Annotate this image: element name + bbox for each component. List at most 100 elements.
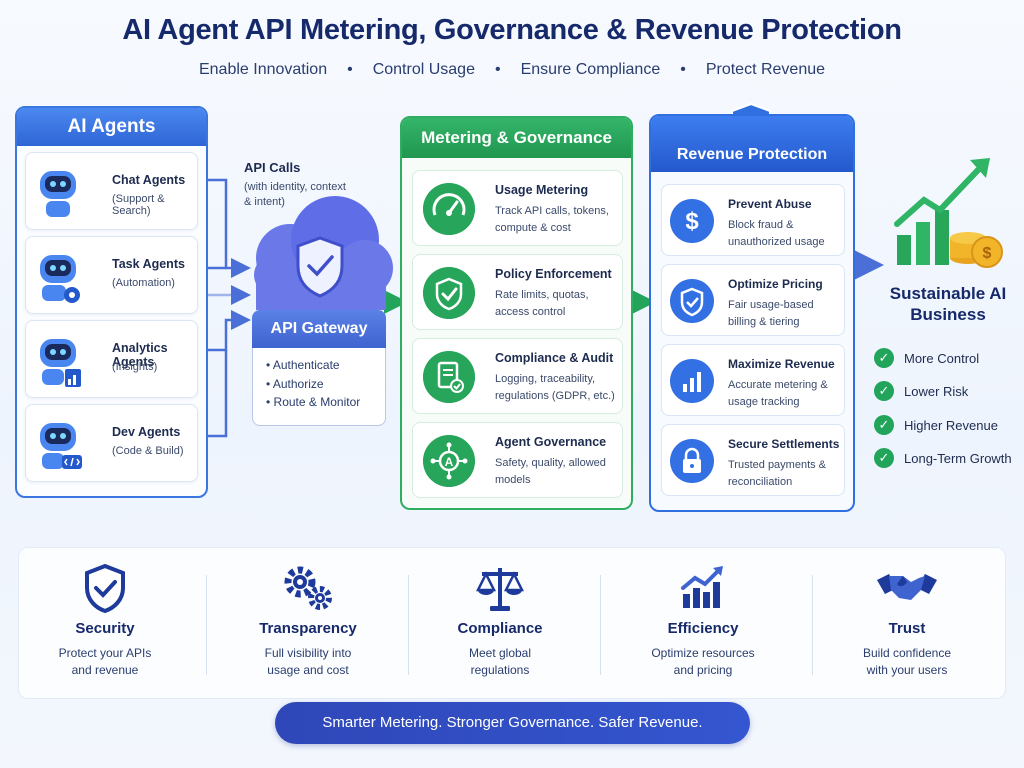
check-icon: ✓	[874, 381, 894, 401]
api-calls-title: API Calls	[244, 160, 301, 175]
agent-card-analytics[interactable]: Analytics Agents (Insights)	[25, 320, 198, 398]
benefit-item: ✓More Control	[874, 347, 979, 369]
divider	[408, 575, 409, 675]
pillar-name: Trust	[888, 620, 926, 637]
metering-item-desc: Safety, quality, allowed models	[495, 457, 606, 486]
agent-card-dev[interactable]: Dev Agents (Code & Build)	[25, 404, 198, 482]
pillar-name: Transparency	[259, 620, 357, 637]
benefit-item: ✓Long-Term Growth	[874, 447, 1012, 469]
robot-code-icon	[40, 423, 82, 469]
ai-agents-heading: AI Agents	[17, 108, 206, 146]
shield-check-icon	[423, 267, 475, 319]
growth-coins-icon: $	[894, 158, 1003, 268]
pillar-efficiency: Efficiency Optimize resources and pricin…	[608, 562, 798, 679]
agent-desc: (Insights)	[112, 361, 158, 373]
check-icon: ✓	[874, 348, 894, 368]
gateway-item: • Authenticate	[266, 358, 340, 372]
subtitle-item: Enable Innovation	[198, 61, 328, 78]
revenue-item-name: Prevent Abuse	[728, 197, 812, 211]
metering-card-agent-governance[interactable]: A Agent Governance Safety, quality, allo…	[412, 422, 623, 498]
subtitle-item: Control Usage	[372, 61, 475, 78]
agent-name: Analytics Agents	[112, 341, 168, 369]
tagline-banner: Smarter Metering. Stronger Governance. S…	[275, 702, 750, 744]
agent-desc: (Code & Build)	[112, 445, 184, 457]
metering-governance-panel: Metering & Governance Usage Metering Tra…	[400, 116, 633, 510]
benefit-item: ✓Lower Risk	[874, 380, 968, 402]
subtitle-separator: •	[347, 61, 353, 78]
agent-name: Chat Agents	[112, 173, 186, 187]
pillar-transparency: Transparency Full visibility into usage …	[213, 562, 403, 679]
gateway-item: • Authorize	[266, 376, 324, 391]
check-icon: ✓	[874, 448, 894, 468]
divider	[812, 575, 813, 675]
robot-chat-icon	[40, 171, 76, 217]
pillar-desc: Optimize resources and pricing	[651, 646, 755, 677]
revenue-item-name: Secure Settlements	[728, 437, 840, 451]
metering-heading: Metering & Governance	[402, 118, 631, 158]
bar-chart-icon	[670, 359, 714, 403]
subtitle-separator: •	[494, 61, 501, 78]
growth-chart-icon	[681, 566, 723, 608]
pillar-desc: Full visibility into usage and cost	[264, 646, 352, 677]
agent-card-chat[interactable]: Chat Agents (Support & Search)	[25, 152, 198, 230]
revenue-heading: Revenue Protection	[651, 116, 853, 172]
pillar-name: Efficiency	[667, 620, 739, 637]
handshake-icon	[877, 574, 937, 600]
network-a-icon: A	[423, 435, 475, 487]
pillar-desc: Meet global regulations	[468, 646, 532, 677]
metering-item-desc: Track API calls, tokens, compute & cost	[495, 205, 609, 234]
lock-icon	[670, 439, 714, 483]
agent-desc: (Automation)	[112, 277, 175, 289]
divider	[600, 575, 601, 675]
revenue-item-desc: Block fraud & unauthorized usage	[728, 219, 825, 248]
revenue-item-desc: Accurate metering & usage tracking	[728, 379, 828, 408]
metering-card-policy[interactable]: Policy Enforcement Rate limits, quotas, …	[412, 254, 623, 330]
revenue-card-pricing[interactable]: Optimize Pricing Fair usage-based billin…	[661, 264, 845, 336]
benefit-item: ✓Higher Revenue	[874, 414, 998, 436]
gauge-icon	[423, 183, 475, 235]
agent-card-task[interactable]: Task Agents (Automation)	[25, 236, 198, 314]
pillar-name: Security	[75, 620, 135, 637]
revenue-card-settlements[interactable]: Secure Settlements Trusted payments & re…	[661, 424, 845, 496]
document-check-icon	[423, 351, 475, 403]
subtitle-separator: •	[680, 61, 686, 78]
revenue-item-name: Optimize Pricing	[728, 277, 823, 291]
revenue-item-desc: Fair usage-based billing & tiering	[728, 299, 814, 328]
subtitle-item: Protect Revenue	[705, 61, 826, 78]
divider	[206, 575, 207, 675]
page-title: AI Agent API Metering, Governance & Reve…	[122, 14, 902, 46]
scales-icon	[475, 568, 525, 611]
subtitle-item: Ensure Compliance	[520, 61, 661, 78]
pillar-desc: Build confidence with your users	[862, 646, 952, 677]
agent-desc: (Support & Search)	[112, 193, 165, 217]
pillar-desc: Protect your APIs and revenue	[58, 646, 152, 677]
metering-card-usage[interactable]: Usage Metering Track API calls, tokens, …	[412, 170, 623, 246]
agent-name: Dev Agents	[112, 425, 181, 439]
robot-gear-icon	[40, 255, 80, 303]
agent-name: Task Agents	[112, 257, 185, 271]
dollar-icon: $	[670, 199, 714, 243]
revenue-card-maximize[interactable]: Maximize Revenue Accurate metering & usa…	[661, 344, 845, 416]
api-gateway-list: • Authenticate • Authorize • Route & Mon…	[266, 356, 360, 412]
check-icon: ✓	[874, 415, 894, 435]
svg-text:$: $	[685, 208, 699, 235]
gears-icon	[284, 566, 332, 610]
outcome-title: Sustainable AI Business	[889, 284, 1007, 324]
shield-icon	[670, 279, 714, 323]
pillar-name: Compliance	[457, 620, 543, 637]
revenue-card-abuse[interactable]: $ Prevent Abuse Block fraud & unauthoriz…	[661, 184, 845, 256]
revenue-item-name: Maximize Revenue	[728, 357, 835, 371]
shield-check-icon	[296, 236, 344, 298]
robot-chart-icon	[40, 339, 81, 387]
gateway-item: • Route & Monitor	[266, 395, 361, 409]
metering-item-desc: Logging, traceability, regulations (GDPR…	[495, 373, 615, 402]
metering-card-compliance[interactable]: Compliance & Audit Logging, traceability…	[412, 338, 623, 414]
metering-item-desc: Rate limits, quotas, access control	[495, 289, 589, 318]
pillar-security: Security Protect your APIs and revenue	[10, 562, 200, 679]
metering-item-name: Agent Governance	[495, 435, 607, 449]
revenue-protection-panel: Revenue Protection $ Prevent Abuse Block…	[649, 114, 855, 512]
shield-icon	[85, 563, 125, 614]
pillar-trust: Trust Build confidence with your users	[812, 562, 1002, 679]
metering-item-name: Compliance & Audit	[495, 351, 614, 365]
